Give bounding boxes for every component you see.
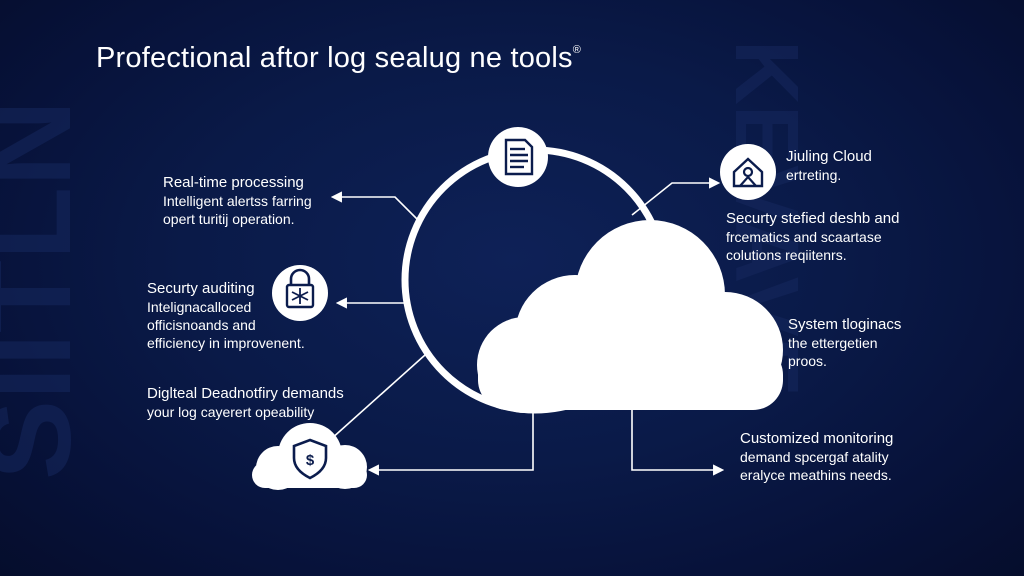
small-cloud (252, 423, 367, 490)
padlock-icon (272, 265, 328, 321)
block-line: ertreting. (786, 167, 842, 183)
block-system-logistics: System tloginacs the ettergetien proos. (788, 316, 901, 370)
big-cloud (477, 220, 783, 413)
title-mark: ® (572, 44, 582, 56)
block-heading: Customized monitoring (740, 430, 894, 447)
block-heading: System tloginacs (788, 316, 902, 333)
block-jiuling-cloud: Jiuling Cloud ertreting. (786, 148, 872, 184)
block-line: colutions reqiitenrs. (726, 247, 847, 263)
block-line: eralyce meathins needs. (740, 467, 892, 483)
block-heading: Securty auditing (147, 280, 255, 297)
block-heading: Jiuling Cloud (786, 148, 872, 165)
block-line: Intelignacalloced (147, 299, 252, 315)
document-icon (488, 127, 548, 187)
block-heading: Securty stefied deshb and (726, 210, 900, 227)
block-line: efficiency in improvenent. (147, 335, 305, 351)
block-real-time-processing: Real-time processing Intelligent alertss… (163, 174, 312, 228)
block-line: frcematics and scaartase (726, 229, 882, 245)
block-line: Intelligent alertss farring (163, 193, 312, 209)
block-line: demand spcergaf atality (740, 449, 889, 465)
block-line: officisnoands and (147, 317, 256, 333)
block-security-dashboard: Securty stefied deshb and frcematics and… (726, 210, 899, 264)
connector-small-cloud (367, 410, 534, 476)
block-line: opert turitij operation. (163, 211, 295, 227)
block-line: your log cayerert opeability (147, 404, 315, 420)
connector-real-time (330, 191, 421, 223)
block-line: the ettergetien (788, 335, 878, 351)
shield-dollar-glyph: $ (306, 452, 315, 469)
block-customized-monitoring: Customized monitoring demand spcergaf at… (740, 430, 893, 484)
house-user-icon (720, 144, 776, 200)
connector-digital (329, 354, 426, 441)
page-title-text: Profectional aftor log sealug ne tools (96, 42, 573, 74)
block-line: proos. (788, 353, 827, 369)
block-heading: Diglteal Deadnotfiry demands (147, 385, 344, 402)
block-security-auditing: Securty auditing Intelignacalloced offic… (147, 280, 305, 352)
page-title: Profectional aftor log sealug ne tools® (96, 42, 581, 75)
connector-customized-monitoring (631, 410, 725, 476)
block-digital-demands: Diglteal Deadnotfiry demands your log ca… (147, 385, 344, 421)
connector-jiuling-cloud (631, 177, 721, 216)
shield-dollar-icon: $ (292, 438, 328, 480)
block-heading: Real-time processing (163, 174, 304, 191)
